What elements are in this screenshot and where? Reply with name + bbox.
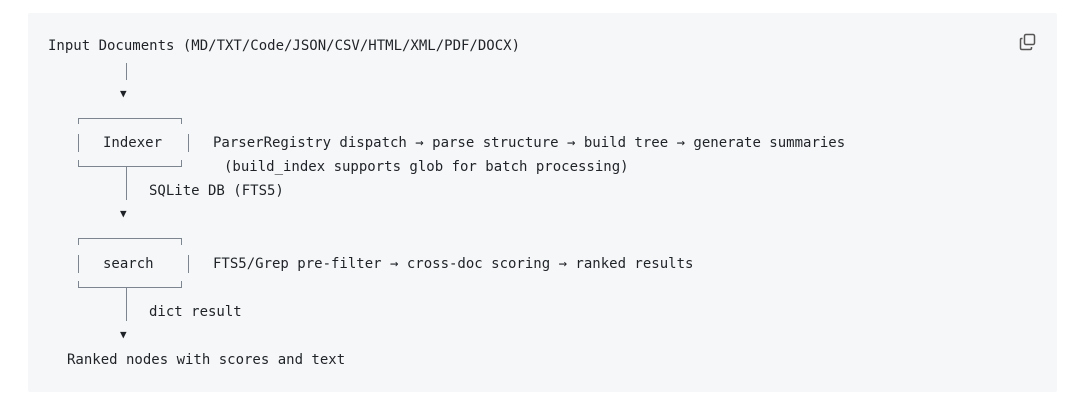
input-documents-line: Input Documents (MD/TXT/Code/JSON/CSV/HT…	[48, 38, 521, 54]
box-corner	[181, 160, 182, 167]
search-box-left	[78, 255, 79, 273]
search-box-bottom	[78, 287, 182, 288]
box-corner	[78, 281, 79, 288]
indexer-box-right	[188, 134, 189, 152]
result-label: dict result	[149, 304, 242, 320]
indexer-note: (build_index supports glob for batch pro…	[224, 159, 629, 175]
box-corner	[78, 160, 79, 167]
box-corner	[181, 281, 182, 288]
box-corner	[78, 238, 79, 245]
copy-button[interactable]	[1016, 30, 1040, 54]
connector-line	[126, 63, 127, 80]
connector-line	[126, 287, 127, 321]
connector-line	[126, 166, 127, 200]
code-block	[28, 13, 1057, 392]
down-arrow-icon: ▼	[120, 328, 127, 341]
search-box-top	[78, 238, 182, 239]
search-label: search	[103, 256, 154, 272]
box-corner	[181, 118, 182, 124]
box-corner	[78, 118, 79, 124]
indexer-label: Indexer	[103, 135, 163, 151]
copy-icon	[1019, 33, 1036, 51]
output-line: Ranked nodes with scores and text	[67, 352, 346, 368]
indexer-box-bottom	[78, 166, 182, 167]
down-arrow-icon: ▼	[120, 87, 127, 100]
box-corner	[181, 238, 182, 245]
storage-label: SQLite DB (FTS5)	[149, 183, 284, 199]
search-description: FTS5/Grep pre-filter → cross-doc scoring…	[213, 256, 694, 272]
indexer-box-left	[78, 134, 79, 152]
down-arrow-icon: ▼	[120, 207, 127, 220]
search-box-right	[188, 255, 189, 273]
indexer-box-top	[78, 118, 182, 119]
indexer-description: ParserRegistry dispatch → parse structur…	[213, 135, 846, 151]
